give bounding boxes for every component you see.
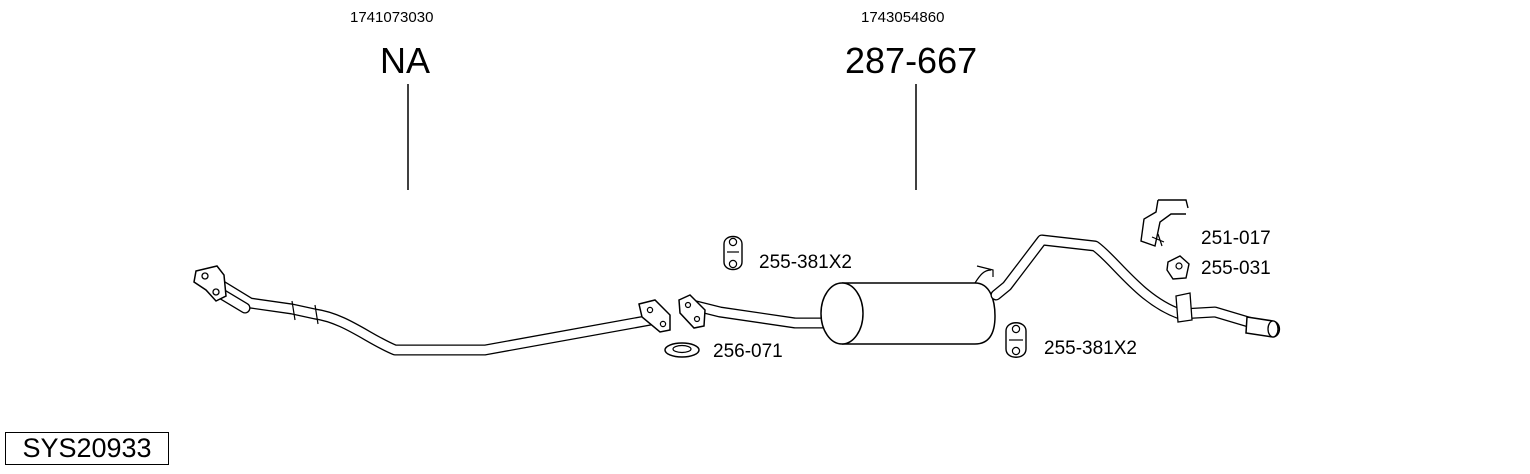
tail-pipe — [990, 234, 1281, 338]
rubber-hanger-bottom-icon — [1005, 322, 1027, 358]
front-pipe — [193, 265, 671, 356]
rubber-hanger-top-icon — [723, 235, 743, 271]
left-oe-number: 1741073030 — [350, 9, 434, 26]
system-id-box: SYS20933 — [5, 432, 169, 465]
right-oe-number: 1743054860 — [861, 9, 945, 26]
label-hanger-top: 255-381X2 — [759, 252, 852, 273]
rubber-mount-icon — [1166, 255, 1190, 280]
label-rubber: 255-031 — [1201, 258, 1271, 279]
middle-pipe — [678, 294, 851, 329]
label-gasket: 256-071 — [713, 341, 783, 362]
muffler — [820, 265, 996, 345]
label-hanger-bottom: 255-381X2 — [1044, 338, 1137, 359]
right-part-code: 287-667 — [845, 40, 978, 81]
mounting-bracket-icon — [1140, 199, 1189, 247]
label-bracket: 251-017 — [1201, 228, 1271, 249]
gasket-ring-icon — [664, 342, 700, 358]
left-part-code: NA — [380, 40, 431, 81]
